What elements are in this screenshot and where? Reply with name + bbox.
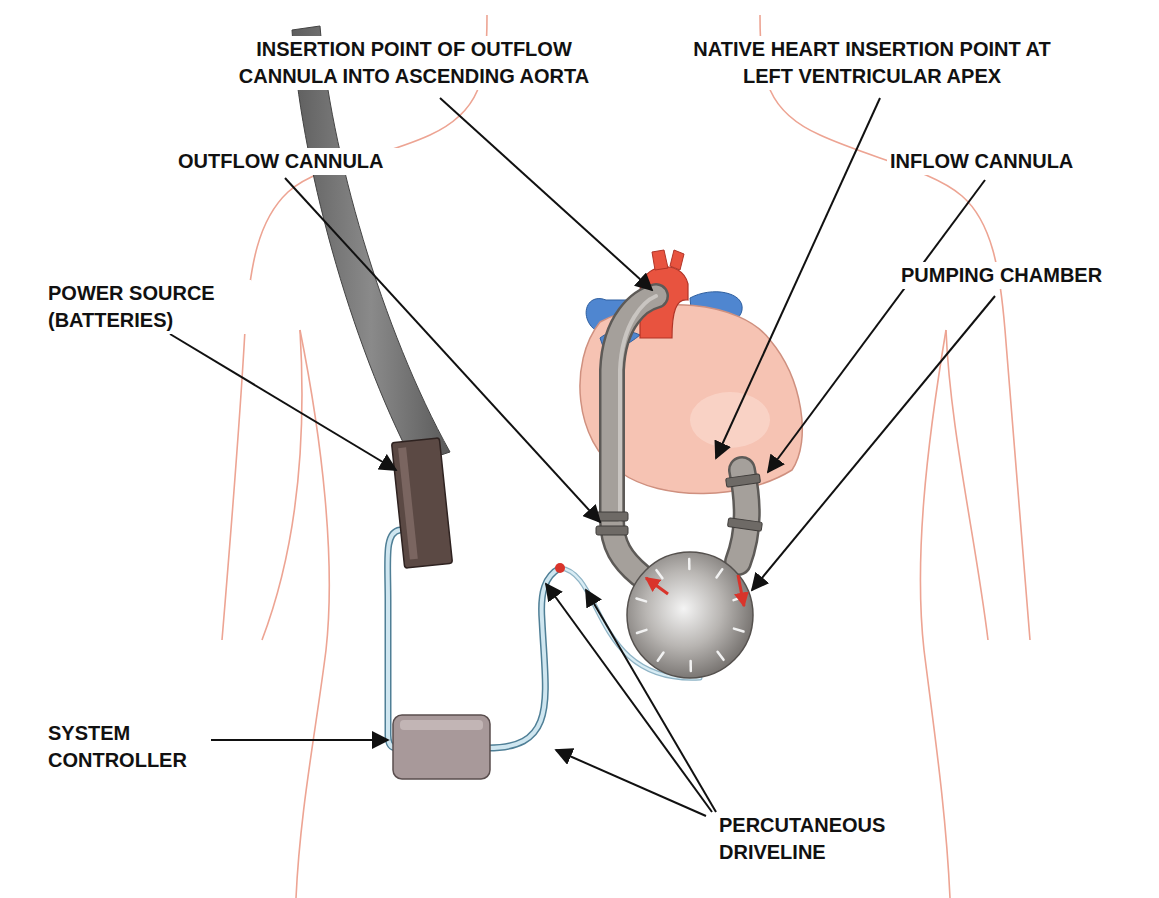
pumping-chamber [658, 653, 664, 661]
part-label: NATIVE HEART INSERTION POINT AT LEFT VEN… [664, 36, 1080, 90]
pumping-chamber [627, 552, 753, 678]
pumping-chamber [688, 559, 691, 569]
part-label: INFLOW CANNULA [887, 148, 1143, 175]
body-outline [296, 330, 329, 898]
cannula-connectors [726, 474, 761, 488]
part-label: PUMPING CHAMBER [898, 262, 1154, 289]
leader-arrows [160, 98, 995, 816]
leader-arrows [440, 98, 652, 290]
cannula-connectors [596, 474, 762, 535]
heart [670, 250, 684, 270]
skin-exit-site [555, 563, 565, 573]
pumping-chamber [738, 575, 744, 606]
body-outline [760, 15, 1030, 640]
heart [690, 392, 770, 448]
cannula-connectors [727, 518, 762, 532]
leader-arrows [716, 98, 880, 458]
battery-pack [392, 438, 453, 568]
body-outline [946, 330, 988, 640]
heart [652, 250, 668, 270]
pumping-chamber [627, 552, 753, 678]
system-controller-box [393, 715, 490, 779]
leader-arrows [752, 296, 995, 590]
part-label: INSERTION POINT OF OUTFLOW CANNULA INTO … [206, 36, 622, 90]
battery-strap [292, 26, 450, 464]
leader-arrows [768, 180, 985, 472]
pumping-chamber [646, 578, 668, 594]
leader-arrows [586, 590, 716, 812]
skin-exit-site [555, 563, 565, 573]
pumping-chamber [637, 598, 647, 601]
part-label: POWER SOURCE (BATTERIES) [45, 280, 251, 334]
system-controller-box [400, 720, 483, 730]
outflow-cannula-tube [620, 296, 656, 520]
external-driveline [488, 568, 560, 748]
body-outline [262, 330, 302, 640]
battery-pack [398, 447, 418, 559]
pumping-chamber [718, 652, 724, 660]
leader-arrows [170, 334, 396, 470]
pumping-chamber [637, 630, 646, 633]
pumping-chamber [717, 569, 723, 577]
battery-pack [392, 438, 453, 568]
cannula-connectors [596, 526, 628, 535]
pumping-chamber [689, 661, 692, 671]
external-driveline [488, 568, 560, 748]
external-driveline [488, 568, 560, 748]
pumping-chamber [734, 629, 744, 632]
part-label: PERCUTANEOUS DRIVELINE [716, 812, 922, 866]
leader-arrows [556, 750, 706, 816]
part-label: OUTFLOW CANNULA [175, 148, 441, 175]
body-outline [920, 330, 950, 898]
pumping-chamber [656, 570, 662, 578]
system-controller-box [393, 715, 490, 779]
part-label: SYSTEM CONTROLLER [45, 720, 211, 774]
cannula-connectors [596, 512, 628, 521]
leader-arrows [285, 178, 600, 522]
pumping-chamber [637, 559, 744, 671]
battery-strap [292, 26, 450, 464]
leader-arrows [546, 584, 712, 812]
body-outline [222, 15, 487, 640]
